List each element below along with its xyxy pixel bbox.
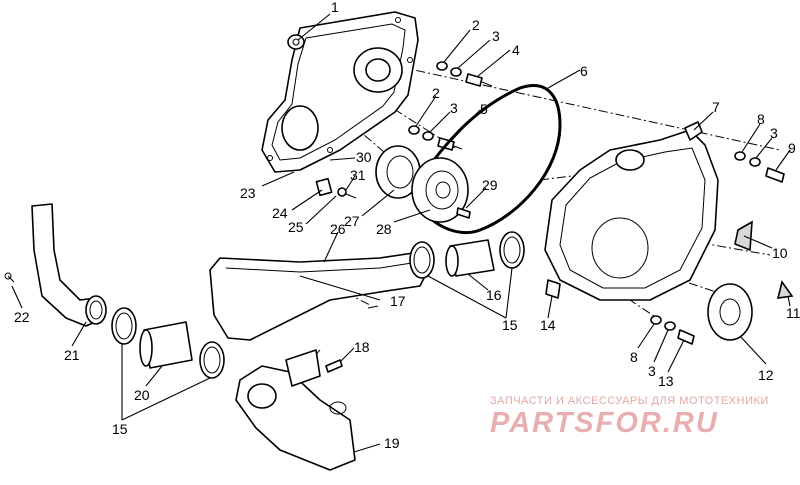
callout-18: 18 [354, 339, 370, 355]
callout-6: 6 [580, 63, 588, 79]
callout-2b: 2 [432, 85, 440, 101]
callout-7: 7 [712, 99, 720, 115]
callout-5: 5 [480, 101, 488, 117]
decal-11 [776, 280, 794, 299]
upper-bolt-set [436, 61, 493, 87]
callout-20: 20 [134, 387, 150, 403]
intake-boot [31, 203, 107, 327]
watermark-brand: PARTSFOR.RU [490, 407, 719, 439]
callout-4: 4 [512, 42, 520, 58]
lower-duct [235, 365, 356, 471]
screw-17 [367, 305, 379, 309]
coupler-16 [445, 239, 495, 277]
callout-19: 19 [384, 435, 400, 451]
watermark-tagline: ЗАПЧАСТИ И АКСЕССУАРЫ ДЛЯ МОТОТЕХНИКИ [490, 395, 769, 407]
callout-24: 24 [272, 205, 288, 221]
inspection-plate [707, 283, 753, 341]
callout-10: 10 [772, 245, 788, 261]
callout-8: 8 [757, 111, 765, 127]
callout-21: 21 [64, 347, 80, 363]
air-duct [209, 251, 433, 341]
leader-lines [11, 13, 791, 453]
callout-11: 11 [786, 305, 800, 321]
callout-23: 23 [240, 185, 256, 201]
clamp-upper-right [499, 231, 525, 269]
clamp-upper-left [409, 241, 435, 279]
callout-25: 25 [288, 219, 304, 235]
callout-26: 26 [330, 221, 346, 237]
callout-13: 13 [658, 373, 674, 389]
callout-31: 31 [350, 167, 366, 183]
callout-3c: 3 [770, 125, 778, 141]
coupler-20 [139, 321, 193, 369]
right-bolt-set [734, 151, 785, 183]
callout-30: 30 [356, 149, 372, 165]
callout-1: 1 [331, 0, 339, 15]
callout-3d: 3 [648, 363, 656, 379]
callout-3: 3 [492, 28, 500, 44]
callout-12: 12 [758, 367, 774, 383]
callout-28: 28 [376, 221, 392, 237]
clamp-lower-right [199, 341, 225, 379]
callout-9: 9 [788, 140, 796, 156]
callout-29: 29 [482, 177, 498, 193]
decal-10 [734, 220, 753, 252]
callout-2: 2 [472, 17, 480, 33]
outer-clutch-cover [544, 121, 719, 301]
bolt-18 [325, 359, 343, 373]
callout-17: 17 [390, 293, 406, 309]
lower-bolt-set [650, 315, 695, 345]
callout-14: 14 [540, 317, 556, 333]
inner-cover-plate [261, 11, 419, 173]
callout-27: 27 [344, 213, 360, 229]
callout-22: 22 [14, 309, 30, 325]
callout-15b: 15 [112, 421, 128, 437]
callout-3b: 3 [450, 100, 458, 116]
watermark: ЗАПЧАСТИ И АКСЕССУАРЫ ДЛЯ МОТОТЕХНИКИ PA… [490, 395, 769, 439]
screw-29 [456, 207, 471, 219]
callout-16: 16 [486, 287, 502, 303]
clamp-lower-left [111, 307, 137, 345]
callout-15a: 15 [502, 317, 518, 333]
callout-labels: 1 2 3 4 6 2 3 5 7 8 3 9 30 31 23 24 25 2… [14, 0, 800, 451]
bearing-plate [411, 157, 469, 223]
screw-22 [4, 272, 15, 283]
mount-bracket [285, 349, 321, 387]
callout-8b: 8 [630, 349, 638, 365]
